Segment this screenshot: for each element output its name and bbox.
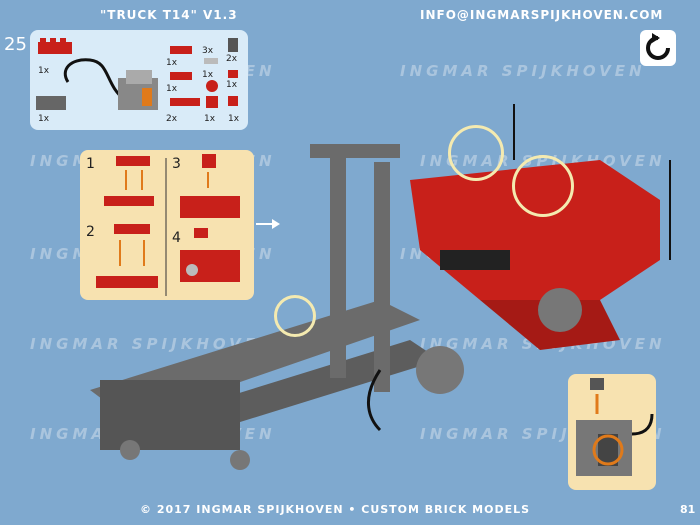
arrow-icon	[256, 219, 280, 229]
subassembly-panel: 1 2 3 4	[80, 150, 254, 300]
detail-illustration	[576, 378, 654, 476]
truck-model-illustration	[90, 104, 671, 470]
subassembly-illustration	[96, 154, 240, 296]
substep-number: 2	[86, 224, 95, 240]
rotate-button	[640, 30, 676, 66]
watermark: INGMAR SPIJKHOVEN	[400, 62, 646, 80]
watermark: INGMAR SPIJKHOVEN	[30, 335, 276, 353]
part-qty: 1x	[228, 114, 240, 124]
parts-illustration	[36, 38, 238, 110]
highlight-circle	[512, 155, 574, 217]
part-qty: 1x	[166, 58, 178, 68]
highlight-circle	[274, 295, 316, 337]
part-qty: 1x	[226, 80, 238, 90]
part-qty: 2x	[226, 54, 238, 64]
part-qty: 1x	[38, 66, 50, 76]
step-number: 25	[4, 34, 27, 55]
part-qty: 2x	[166, 114, 178, 124]
part-qty: 1x	[38, 114, 50, 124]
instruction-title: "TRUCK T14" V1.3	[100, 8, 238, 22]
part-qty: 1x	[166, 84, 178, 94]
detail-callout	[568, 374, 656, 490]
rotate-icon	[646, 33, 670, 60]
substep-number: 1	[86, 156, 95, 172]
highlight-circle	[448, 125, 504, 181]
contact-email: INFO@INGMARSPIJKHOVEN.COM	[420, 8, 664, 22]
substep-number: 4	[172, 230, 181, 246]
page-number: 81	[680, 503, 696, 516]
part-qty: 1x	[202, 70, 214, 80]
part-qty: 1x	[204, 114, 216, 124]
footer-copyright: © 2017 INGMAR SPIJKHOVEN • CUSTOM BRICK …	[140, 503, 531, 516]
parts-list-panel: 1x 1x 1x 3x 2x 1x 1x 1x 2x 1x 1x	[30, 30, 248, 130]
substep-number: 3	[172, 156, 181, 172]
part-qty: 3x	[202, 46, 214, 56]
